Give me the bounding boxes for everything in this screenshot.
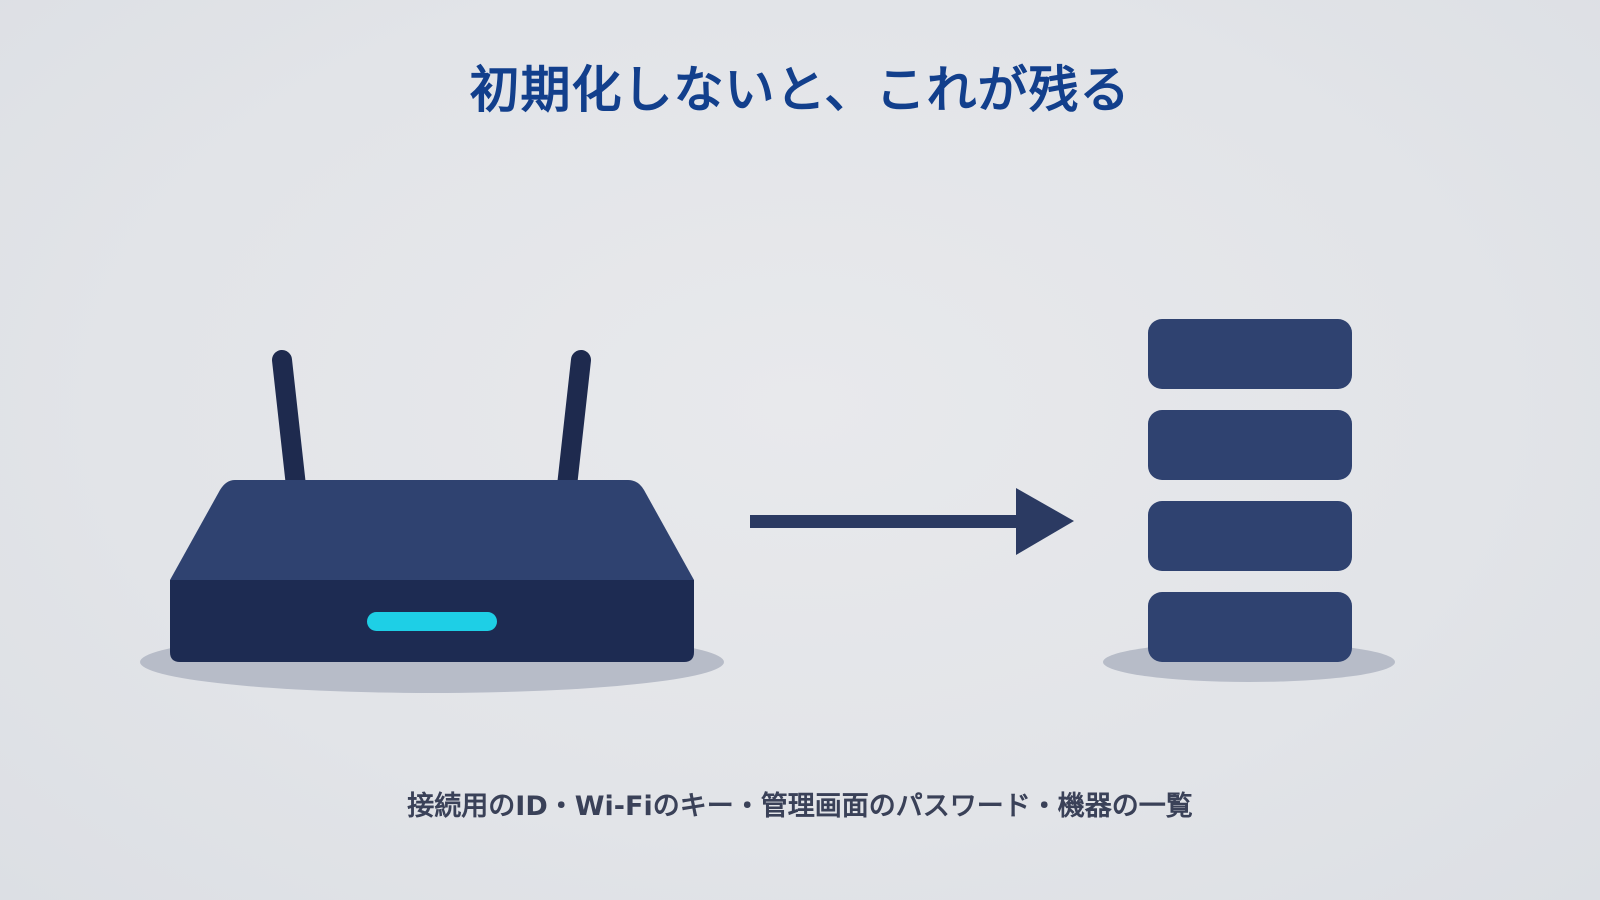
stack-block-4	[1148, 592, 1352, 662]
router-status-led	[367, 612, 497, 631]
router-antenna-right	[557, 350, 591, 496]
stack-block-1	[1148, 319, 1352, 389]
stack-block-2	[1148, 410, 1352, 480]
router-icon	[140, 350, 724, 693]
router-antenna-left	[272, 350, 306, 496]
stack-block-3	[1148, 501, 1352, 571]
caption-items-list: 接続用のID・Wi-Fiのキー・管理画面のパスワード・機器の一覧	[407, 791, 1193, 822]
data-stack-icon	[1103, 319, 1395, 682]
arrow-right-icon	[750, 488, 1074, 555]
page-title: 初期化しないと、これが残る	[469, 61, 1131, 119]
arrow-shaft	[750, 515, 1020, 528]
router-top-face	[170, 480, 694, 580]
arrow-head	[1016, 488, 1074, 555]
